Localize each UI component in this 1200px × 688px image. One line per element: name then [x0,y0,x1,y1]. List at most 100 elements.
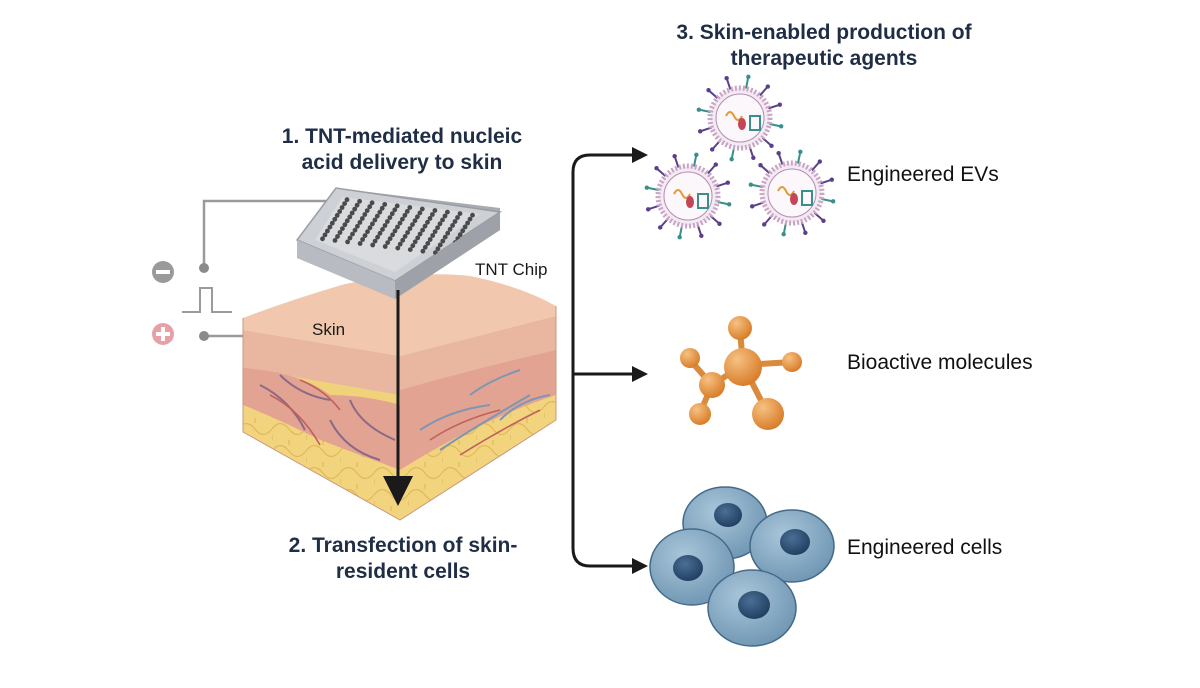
chip-pore [362,212,368,217]
chip-pore [352,206,358,212]
chip-pore [390,232,395,238]
chip-pore [387,215,393,221]
chip-pore [364,208,370,214]
minus-terminal-icon [152,261,174,283]
chip-pore [385,240,391,246]
vesicle-icon [696,74,784,162]
chip-pore [387,236,393,242]
chip-pore [334,213,340,218]
chip-pore [412,218,418,224]
output-evs-label: Engineered EVs [847,163,999,186]
chip-pore [389,211,395,217]
chip-pore [400,237,406,243]
cell [707,569,797,647]
chip-pore [332,238,338,243]
skin-block-icon [242,274,557,521]
chip-pore [395,224,400,230]
chip-pore [457,211,463,217]
chip-pore [427,216,433,221]
chip-pore [462,224,468,230]
chip-pore [365,229,370,235]
molecule-icon [680,316,802,430]
arrowhead-evs [632,147,648,163]
chip-pore [442,213,448,219]
chip-pore [385,219,390,224]
chip-pore [337,209,343,214]
chip-pore [367,225,373,231]
chip-pore [410,243,416,249]
chip-pore [470,212,475,218]
vesicle-icon [644,152,732,240]
chip-pore [440,238,446,244]
chip-pore [372,217,378,223]
chip-pore [397,241,403,247]
chip-pore [440,217,445,223]
vesicle-icon [748,149,836,237]
chip-pore [322,232,328,238]
chip-pore [392,228,398,234]
tnt-chip-icon [295,187,503,299]
chip-pore [357,241,363,246]
chip-pore [430,212,435,217]
chip-pore [392,207,398,213]
chip-pore [345,239,350,245]
chip-pore [397,220,403,226]
chip-pore [420,227,425,233]
chip-pore [362,233,368,239]
chip-pore [375,234,380,240]
chip-pore [402,234,408,239]
chip-pore [450,223,455,228]
chip-pore [372,238,378,244]
chip-pore [342,222,348,228]
step2-title: 2. Transfection of skin- resident cells [240,533,566,585]
chip-pore [435,246,441,252]
chip-pore [369,200,375,206]
chip-pore [455,215,460,220]
chip-pore [344,218,350,224]
chip-pore [465,220,470,226]
chip-pore [445,230,451,236]
step3-line1: 3. Skin-enabled production of [676,21,972,44]
chip-pore [419,206,425,212]
chip-pore [460,228,466,234]
chip-pore [382,223,388,228]
chip-pore [447,226,453,232]
chip-pore [344,197,350,203]
chip-pore [435,225,440,231]
chip-pore [347,214,353,220]
chip-pore [445,209,450,215]
chip-pore [415,214,420,220]
branch-arrows [571,153,638,568]
skin-label: Skin [312,320,346,339]
chip-pore [380,227,385,232]
chip-pore [407,226,413,231]
chip-pore [355,223,360,229]
chip-pore [377,209,383,215]
chip-pore [427,237,433,242]
chip-pore [437,242,443,248]
chip-pore [432,208,438,213]
chip-pore [422,223,428,229]
chip-pore [357,198,362,204]
chip-pore [339,205,345,210]
output-molecules-label: Bioactive molecules [847,351,1033,374]
chip-pore [347,235,353,241]
chip-pore [422,244,428,250]
chip-label: TNT Chip [475,260,548,279]
chip-pore [417,231,423,237]
chip-pore [430,233,436,238]
chip-pore [329,220,335,226]
cell [649,528,735,606]
arrowhead-cells [632,558,648,574]
cell [749,509,835,583]
step1-line1: 1. TNT-mediated nucleic [281,125,523,148]
chip-pore [370,242,376,248]
chip-pore [467,216,473,222]
chip-pore [457,232,463,238]
chip-pore [425,219,430,225]
chip-pore [335,234,340,239]
chip-pore [382,202,388,207]
step1-line2: acid delivery to skin [301,151,503,174]
chip-pore [432,229,438,235]
